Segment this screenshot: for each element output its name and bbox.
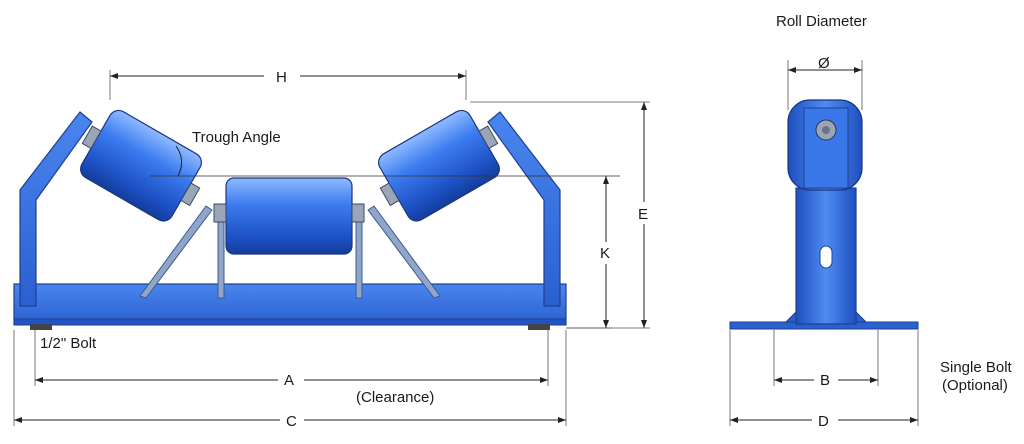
trough-angle-label: Trough Angle (192, 129, 281, 146)
left-inner-stand (139, 205, 213, 299)
base-plate (13, 283, 567, 325)
roll-diameter-title: Roll Diameter (776, 13, 867, 30)
foot-left (30, 324, 52, 330)
single-bolt-label: Single Bolt (940, 359, 1013, 376)
side-view: Roll Diameter Ø B D Sing (729, 13, 1013, 430)
right-roll (378, 109, 500, 222)
base-plate-lip (13, 318, 567, 326)
right-inner-stand (367, 205, 441, 299)
dimension-d-label: D (818, 413, 829, 430)
single-bolt-optional-label: (Optional) (942, 377, 1008, 394)
dimension-e-label: E (638, 206, 648, 223)
front-view: Trough Angle H E K 1/2" Bolt A (Clearanc… (13, 64, 656, 430)
right-bracket (487, 111, 561, 307)
trough-angle-arc (175, 145, 182, 177)
center-roll (213, 177, 365, 255)
dimension-a-label: A (284, 372, 294, 389)
dimension-h-label: H (276, 69, 287, 86)
clearance-label: (Clearance) (356, 389, 434, 406)
foot-right (528, 324, 550, 330)
dimension-b-label: B (820, 372, 830, 389)
dimension-c-label: C (286, 413, 297, 430)
mounting-slot (819, 245, 833, 269)
left-roll (80, 109, 202, 222)
left-bracket (19, 111, 93, 307)
dimension-k-label: K (600, 245, 610, 262)
bolt-label: 1/2" Bolt (40, 335, 97, 352)
diameter-symbol: Ø (818, 55, 830, 72)
